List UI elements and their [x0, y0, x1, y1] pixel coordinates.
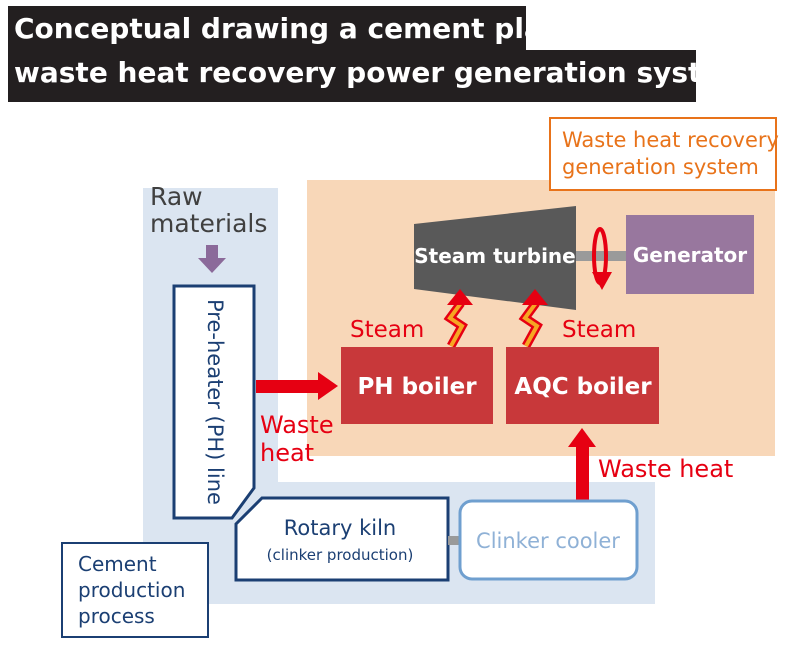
clinker-cooler-label: Clinker cooler — [476, 529, 620, 553]
steam-label-left: Steam — [350, 317, 424, 343]
steam-arrow-right — [518, 289, 548, 349]
title-line-2: waste heat recovery power generation sys… — [14, 56, 750, 89]
whr-system-label-box — [549, 117, 777, 191]
waste-heat-arrow-ph-head — [318, 372, 338, 400]
turbine-generator-shaft — [576, 251, 626, 261]
rotary-kiln-sublabel: (clinker production) — [267, 546, 414, 564]
steam-turbine-label: Steam turbine — [414, 244, 575, 268]
waste-heat-label-left-line2: heat — [260, 439, 314, 467]
generator — [626, 215, 754, 294]
whr-system-label-line1: Waste heat recovery — [562, 128, 779, 152]
waste-heat-arrow-ph-shaft — [256, 380, 320, 393]
whr-system-label-line2: generation system — [562, 155, 759, 179]
preheater-line-box — [172, 284, 256, 520]
rotation-arrowhead — [592, 272, 612, 290]
title-notch — [526, 6, 696, 50]
raw-materials-arrow — [198, 245, 226, 273]
kiln-cooler-connector — [448, 536, 462, 545]
steam-turbine — [414, 206, 576, 310]
ph-boiler-label: PH boiler — [357, 374, 477, 400]
steam-arrow-left — [443, 289, 473, 349]
waste-heat-arrow-aqc-shaft — [576, 445, 589, 500]
aqc-boiler — [506, 347, 659, 424]
waste-heat-label-left-line1: Waste — [260, 411, 334, 439]
waste-heat-label-right: Waste heat — [598, 455, 733, 483]
waste-heat-arrow-aqc-head — [568, 428, 596, 447]
cement-process-label-line2: production — [78, 578, 185, 602]
rotary-kiln-label: Rotary kiln — [284, 516, 396, 540]
ph-boiler — [341, 347, 493, 424]
aqc-boiler-label: AQC boiler — [514, 374, 652, 400]
steam-label-right: Steam — [562, 317, 636, 343]
rotary-kiln-box — [234, 496, 450, 582]
cement-process-label-line1: Cement — [78, 552, 157, 576]
cement-process-label-line3: process — [78, 604, 155, 628]
raw-materials-label-line1: Raw — [150, 182, 203, 211]
clinker-cooler — [458, 499, 639, 581]
preheater-line-label: Pre-heater (PH) line — [203, 299, 227, 505]
generator-label: Generator — [633, 243, 747, 267]
raw-materials-label-line2: materials — [150, 209, 267, 238]
title-line-1: Conceptual drawing a cement plant — [14, 12, 577, 45]
cement-process-label-box — [61, 542, 209, 638]
